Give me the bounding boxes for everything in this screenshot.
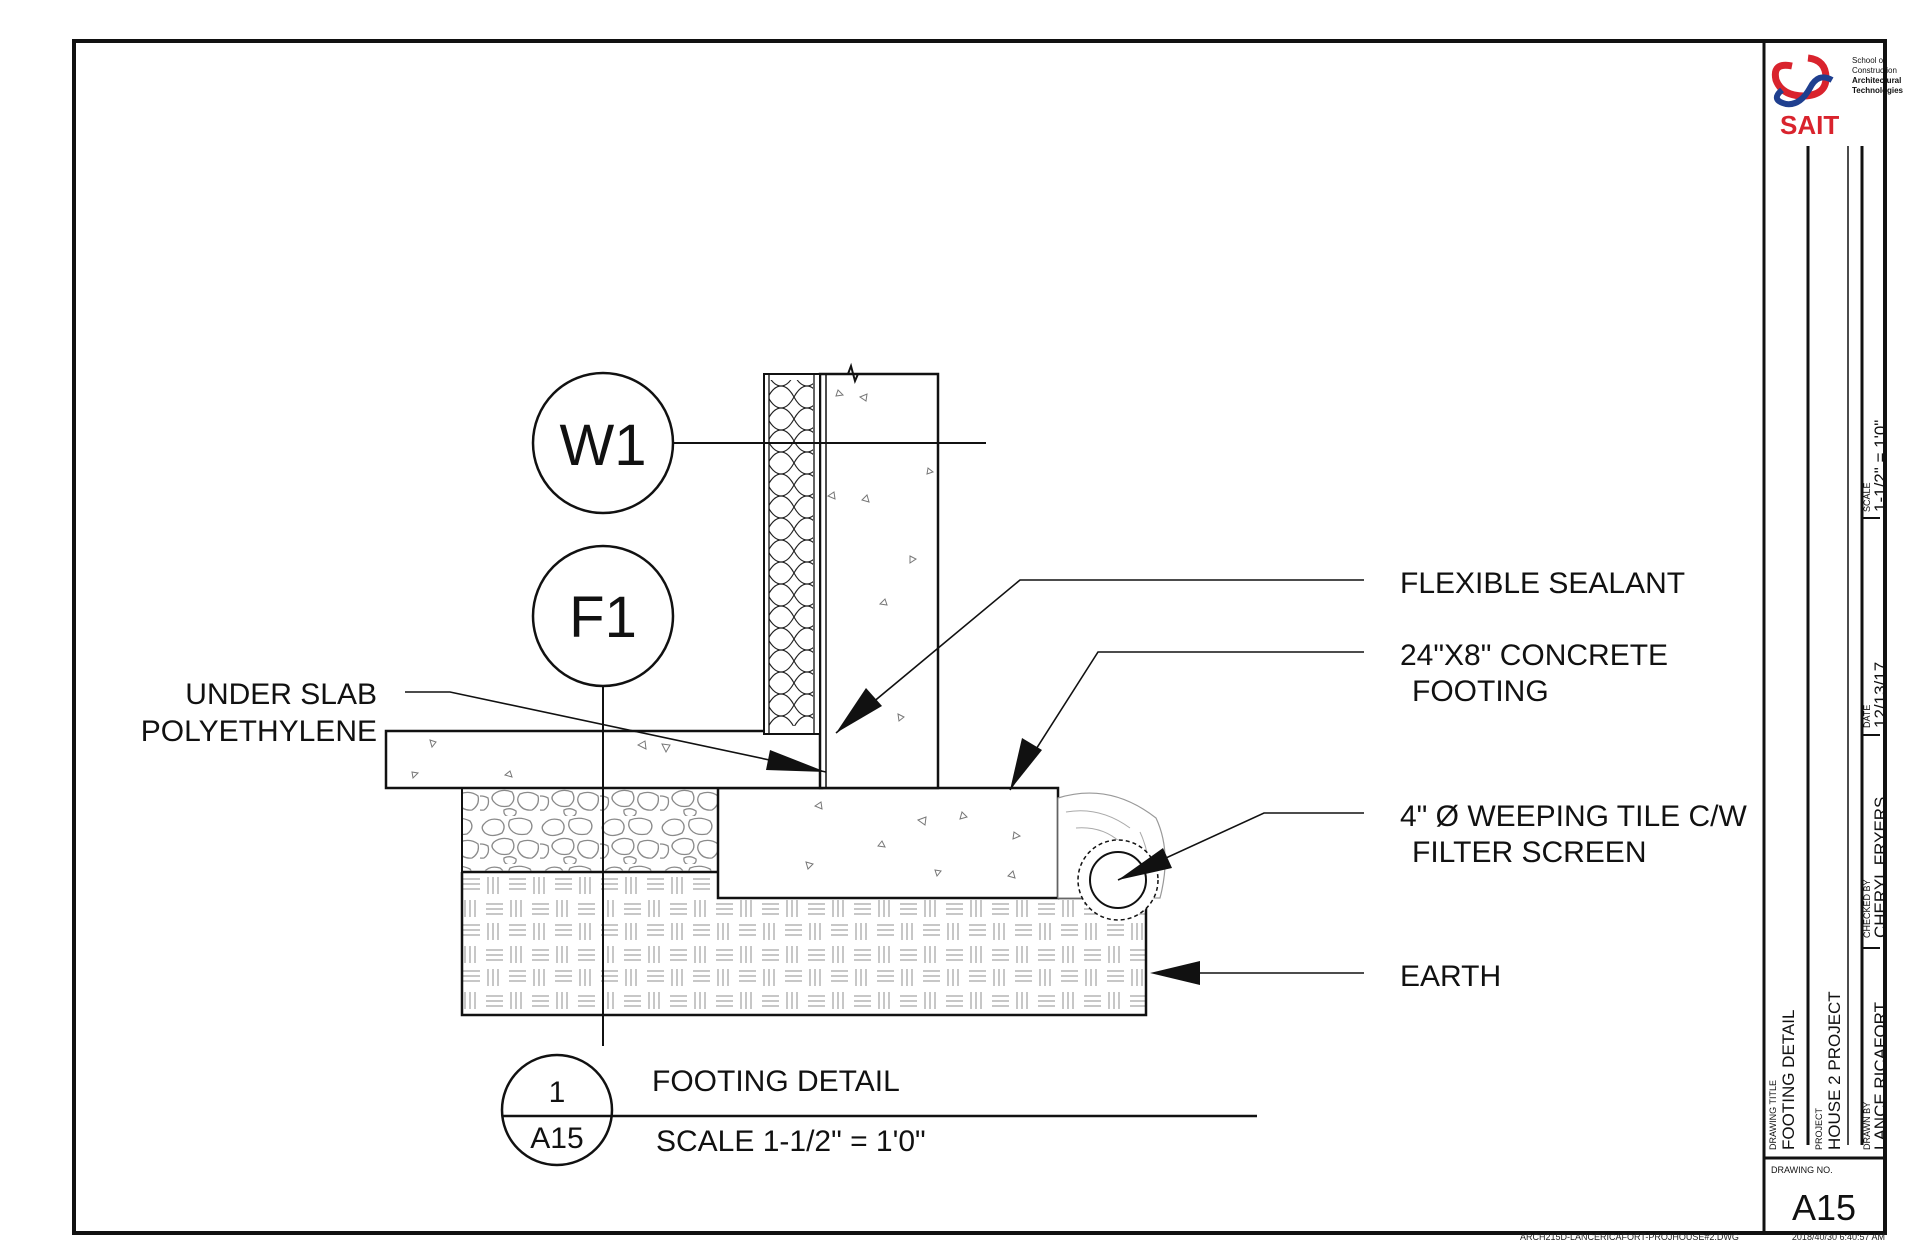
callout-flexible-sealant: FLEXIBLE SEALANT (1400, 567, 1685, 600)
detail-number: 1 (549, 1076, 566, 1109)
logo-school-line1: School of (1852, 56, 1886, 65)
under-slab-arrow (766, 750, 826, 772)
slab-aggregate-marks (411, 739, 671, 780)
tb-scale-label: SCALE (1862, 482, 1872, 512)
under-slab-leader (405, 691, 827, 773)
callout-weeping-tile-line1: 4" Ø WEEPING TILE C/W (1400, 800, 1748, 833)
tb-drawing-title-label: DRAWING TITLE (1768, 1080, 1778, 1150)
footer-timestamp: 2018/40/30 6:40:57 AM (1792, 1232, 1885, 1242)
logo-text: SAIT (1780, 110, 1839, 140)
tb-drawing-title: FOOTING DETAIL (1779, 1010, 1798, 1150)
concrete-foundation-wall (818, 372, 940, 790)
flexible-sealant-leader (835, 579, 1364, 734)
earth-arrow (1150, 961, 1200, 985)
tb-drawing-no: A15 (1792, 1187, 1856, 1228)
tb-checked-by-label: CHECKED BY (1862, 879, 1872, 938)
tb-date-label: DATE (1862, 705, 1872, 728)
detail-sheet-ref: A15 (530, 1122, 583, 1155)
sheet-border (72, 39, 1887, 1235)
title-block: SAIT School of Construction Architectura… (1764, 54, 1904, 1228)
tb-project: HOUSE 2 PROJECT (1825, 991, 1844, 1150)
footing-detail-drawing: W1 F1 UNDER SLAB POLYETHYLENE FLEXIBLE S… (141, 362, 1748, 1046)
flexible-sealant-arrow (836, 688, 882, 733)
logo-school-line4: Technologies (1852, 86, 1904, 95)
wall-aggregate-marks (826, 389, 935, 722)
tb-drawn-by: LANCE RICAFORT (1871, 1002, 1890, 1150)
concrete-footing-leader (1009, 651, 1364, 791)
logo-school-line2: Construction (1852, 66, 1897, 75)
weeping-tile-arrow (1118, 848, 1172, 880)
tb-drawn-by-label: DRAWN BY (1862, 1102, 1872, 1150)
detail-title-name: FOOTING DETAIL (652, 1065, 900, 1098)
callout-concrete-footing-line1: 24"X8" CONCRETE (1400, 639, 1668, 672)
tb-date: 12/13/17 (1871, 662, 1890, 728)
callout-concrete-footing-line2: FOOTING (1412, 675, 1549, 708)
footer-file-name: ARCH215D-LANCERICAFORT-PROJHOUSE#2.DWG (1520, 1232, 1739, 1242)
rigid-insulation-hatch (769, 380, 813, 726)
concrete-footing (716, 786, 1060, 900)
logo-ribbon-blue (1773, 74, 1834, 108)
callout-under-slab-line1: UNDER SLAB (185, 678, 377, 711)
callout-under-slab-line2: POLYETHYLENE (141, 715, 377, 748)
wall-type-tag: W1 (560, 413, 647, 478)
tb-checked-by: CHERYL FRYERS (1871, 797, 1890, 938)
tb-scale: 1-1/2" = 1'0" (1871, 420, 1890, 512)
footing-type-bubble (531, 544, 675, 688)
detail-title-bubble (500, 1053, 614, 1167)
logo-school-line3: Architectural (1852, 76, 1901, 85)
callout-earth: EARTH (1400, 960, 1501, 993)
detail-title: 1 A15 FOOTING DETAIL SCALE 1-1/2" = 1'0" (500, 1053, 1257, 1167)
sait-logo: SAIT School of Construction Architectura… (1771, 54, 1904, 140)
footing-aggregate-marks (805, 801, 1022, 879)
wall-break-line (820, 362, 938, 385)
callout-weeping-tile-line2: FILTER SCREEN (1412, 836, 1646, 869)
earth-fill-under-footing (718, 898, 1058, 910)
concrete-footing-arrow (1010, 738, 1042, 790)
detail-title-scale: SCALE 1-1/2" = 1'0" (656, 1125, 926, 1158)
tb-project-label: PROJECT (1814, 1107, 1824, 1150)
tb-drawing-no-label: DRAWING NO. (1771, 1165, 1833, 1175)
wall-type-bubble (531, 371, 675, 515)
gravel-outline (461, 786, 718, 873)
gravel-fill (462, 786, 718, 872)
footing-type-tag: F1 (569, 585, 637, 650)
